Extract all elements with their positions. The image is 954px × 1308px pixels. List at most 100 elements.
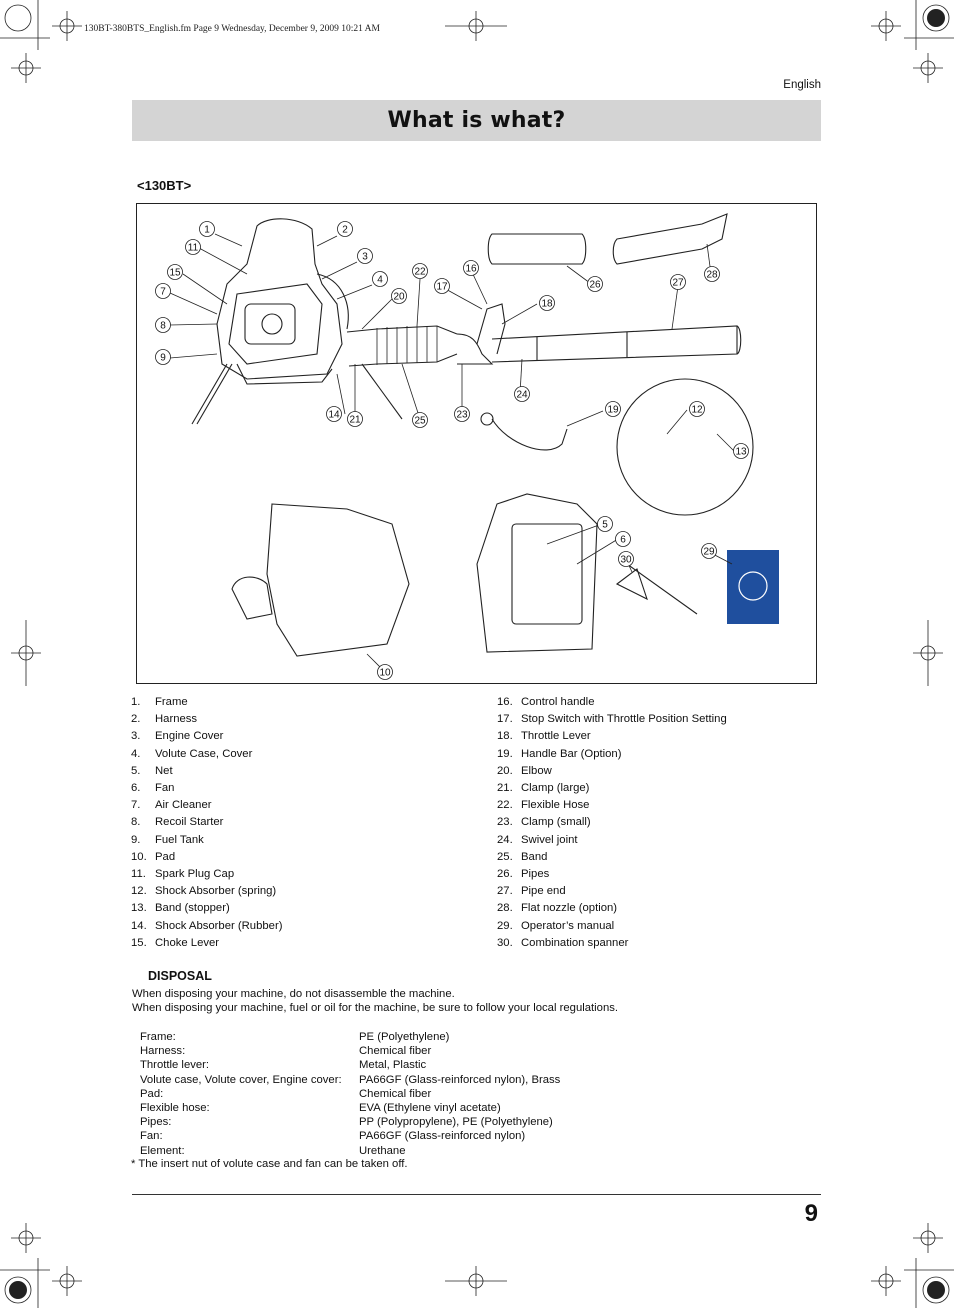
material-row: Volute case, Volute cover, Engine cover:… (140, 1073, 560, 1087)
part-number: 7. (131, 799, 141, 812)
part-label: Band (stopper) (155, 902, 230, 915)
callout-22: 22 (412, 263, 428, 279)
part-number: 15. (131, 936, 147, 949)
callout-12: 12 (689, 401, 705, 417)
part-number: 26. (497, 868, 513, 881)
callout-15: 15 (167, 264, 183, 280)
part-number: 2. (131, 713, 141, 726)
callout-27: 27 (670, 274, 686, 290)
callout-label: 7 (160, 287, 166, 298)
part-label: Pad (155, 850, 176, 863)
part-item: 18. Throttle Lever (497, 728, 727, 745)
material-part: Frame: (140, 1031, 176, 1043)
callout-8: 8 (155, 317, 171, 333)
callout-16: 16 (463, 260, 479, 276)
callout-label: 29 (703, 547, 715, 558)
callout-30: 30 (618, 551, 634, 567)
part-label: Engine Cover (155, 730, 224, 743)
material-part: Element: (140, 1144, 185, 1157)
material-value: Metal, Plastic (359, 1059, 427, 1072)
part-label: Fuel Tank (155, 833, 204, 846)
part-label: Harness (155, 713, 198, 726)
callout-label: 14 (328, 410, 340, 421)
callout-label: 2 (342, 225, 348, 236)
part-item: 6.Fan (131, 780, 282, 797)
callout-6: 6 (615, 531, 631, 547)
part-number: 16. (497, 696, 513, 708)
material-row: Throttle lever:Metal, Plastic (140, 1058, 560, 1072)
part-number: 3. (131, 730, 141, 743)
footer-rule (132, 1194, 821, 1195)
callout-1: 1 (199, 221, 215, 237)
callout-24: 24 (514, 386, 530, 402)
part-item: 10.Pad (131, 849, 282, 866)
part-label: Control handle (521, 696, 595, 708)
callout-label: 5 (602, 520, 608, 531)
part-label: Operator’s manual (521, 919, 615, 932)
part-label: Pipes (521, 868, 550, 881)
part-label: Swivel joint (521, 833, 578, 846)
part-number: 21. (497, 782, 513, 795)
callout-23: 23 (454, 406, 470, 422)
part-number: 11. (131, 868, 146, 881)
part-label: Frame (155, 696, 188, 708)
part-item: 23.Clamp (small) (497, 814, 727, 831)
callout-3: 3 (357, 248, 373, 264)
part-number: 19. (497, 747, 513, 760)
part-item: 7.Air Cleaner (131, 797, 282, 814)
model-label: <130BT> (137, 178, 192, 193)
callout-label: 20 (393, 292, 405, 303)
callout-10: 10 (377, 664, 393, 680)
callout-label: 21 (349, 415, 361, 426)
part-label: Shock Absorber (Rubber) (155, 919, 283, 932)
part-item: 21. Clamp (large) (497, 780, 727, 797)
part-item: 22.Flexible Hose (497, 797, 727, 814)
file-info: 130BT-380BTS_English.fm Page 9 Wednesday… (84, 24, 380, 34)
callout-29: 29 (701, 543, 717, 559)
material-part: Fan: (140, 1130, 163, 1143)
disposal-text: When disposing your machine, do not disa… (132, 987, 618, 1016)
callout-label: 13 (735, 447, 747, 458)
part-label: Choke Lever (155, 936, 220, 949)
part-item: 26. Pipes (497, 866, 727, 883)
callout-18: 18 (539, 295, 555, 311)
callout-label: 24 (516, 390, 528, 401)
part-number: 24. (497, 833, 513, 846)
callout-26: 26 (587, 276, 603, 292)
callout-label: 27 (672, 278, 684, 289)
part-number: 18. (497, 730, 513, 743)
material-value: PP (Polypropylene), PE (Polyethylene) (359, 1116, 553, 1129)
material-part: Harness: (140, 1045, 186, 1058)
part-item: 30.Combination spanner (497, 935, 727, 952)
part-item: 8.Recoil Starter (131, 814, 282, 831)
part-number: 6. (131, 782, 141, 795)
material-row: Fan: PA66GF (Glass-reinforced nylon) (140, 1129, 560, 1143)
material-row: Element:Urethane (140, 1144, 560, 1158)
callout-5: 5 (597, 516, 613, 532)
material-value: PA66GF (Glass-reinforced nylon) (359, 1130, 526, 1143)
callout-9: 9 (155, 349, 171, 365)
language-label: English (783, 79, 821, 91)
material-part: Flexible hose: (140, 1102, 210, 1115)
part-number: 8. (131, 816, 141, 829)
callout-label: 15 (169, 268, 181, 279)
part-label: Throttle Lever (521, 730, 591, 743)
callout-label: 6 (620, 535, 626, 546)
part-number: 14. (131, 919, 147, 932)
callout-label: 11 (188, 243, 199, 254)
part-number: 27. (497, 885, 513, 898)
callout-label: 17 (436, 282, 448, 293)
callout-label: 9 (160, 353, 166, 364)
callout-28: 28 (704, 266, 720, 282)
part-number: 30. (497, 936, 513, 949)
part-item: 11.Spark Plug Cap (131, 866, 282, 883)
callout-21: 21 (347, 411, 363, 427)
part-item: 25.Band (497, 849, 727, 866)
part-item: 12.Shock Absorber (spring) (131, 883, 282, 900)
part-number: 1. (131, 696, 141, 708)
part-number: 29. (497, 919, 513, 932)
parts-illustration (169, 213, 779, 673)
part-label: Clamp (large) (521, 782, 590, 795)
part-number: 25. (497, 850, 513, 863)
part-item: 3. Engine Cover (131, 728, 282, 745)
